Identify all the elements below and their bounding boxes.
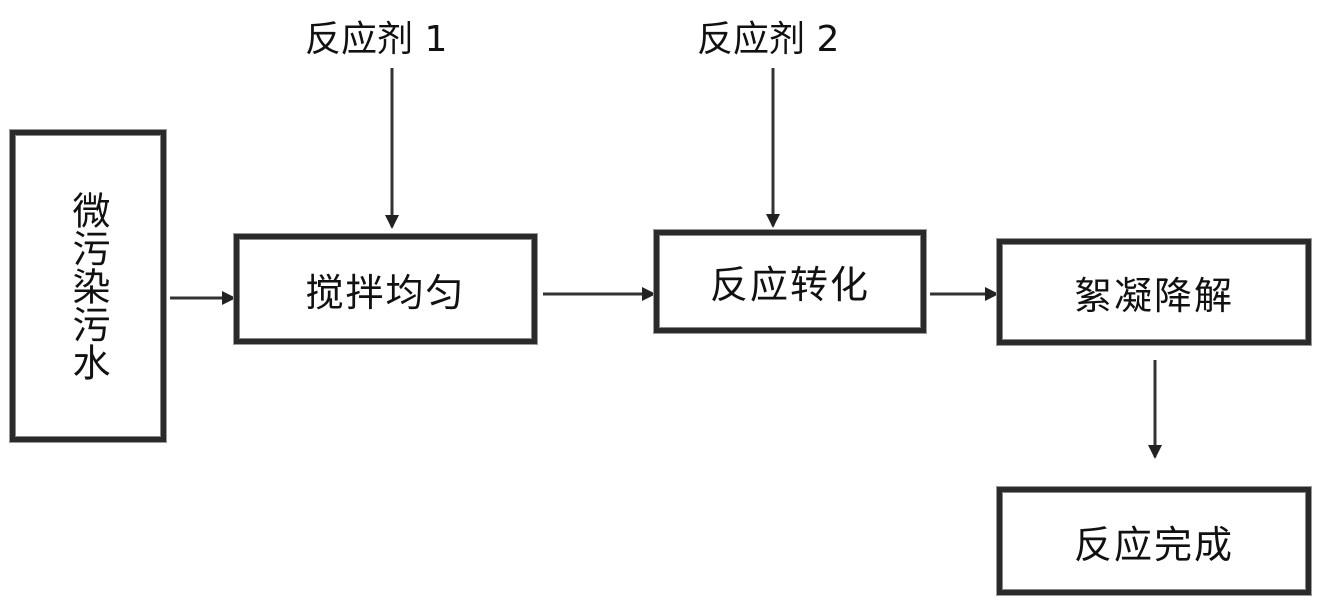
transform-box: 反应转化 bbox=[654, 230, 926, 333]
flocculate-box: 絮凝降解 bbox=[997, 239, 1311, 345]
input-label: 微污染污水 bbox=[66, 191, 110, 381]
mix-box: 搅拌均匀 bbox=[234, 234, 537, 344]
mix-label: 搅拌均匀 bbox=[305, 270, 466, 315]
flocculate-label: 絮凝降解 bbox=[1073, 273, 1234, 318]
reagent-2-label: 反应剂 2 bbox=[697, 19, 840, 60]
complete-box: 反应完成 bbox=[997, 487, 1311, 595]
complete-label: 反应完成 bbox=[1073, 522, 1234, 567]
transform-label: 反应转化 bbox=[709, 263, 870, 307]
input-box: 微污染污水 bbox=[10, 130, 166, 442]
reagent-1-label: 反应剂 1 bbox=[305, 19, 448, 60]
